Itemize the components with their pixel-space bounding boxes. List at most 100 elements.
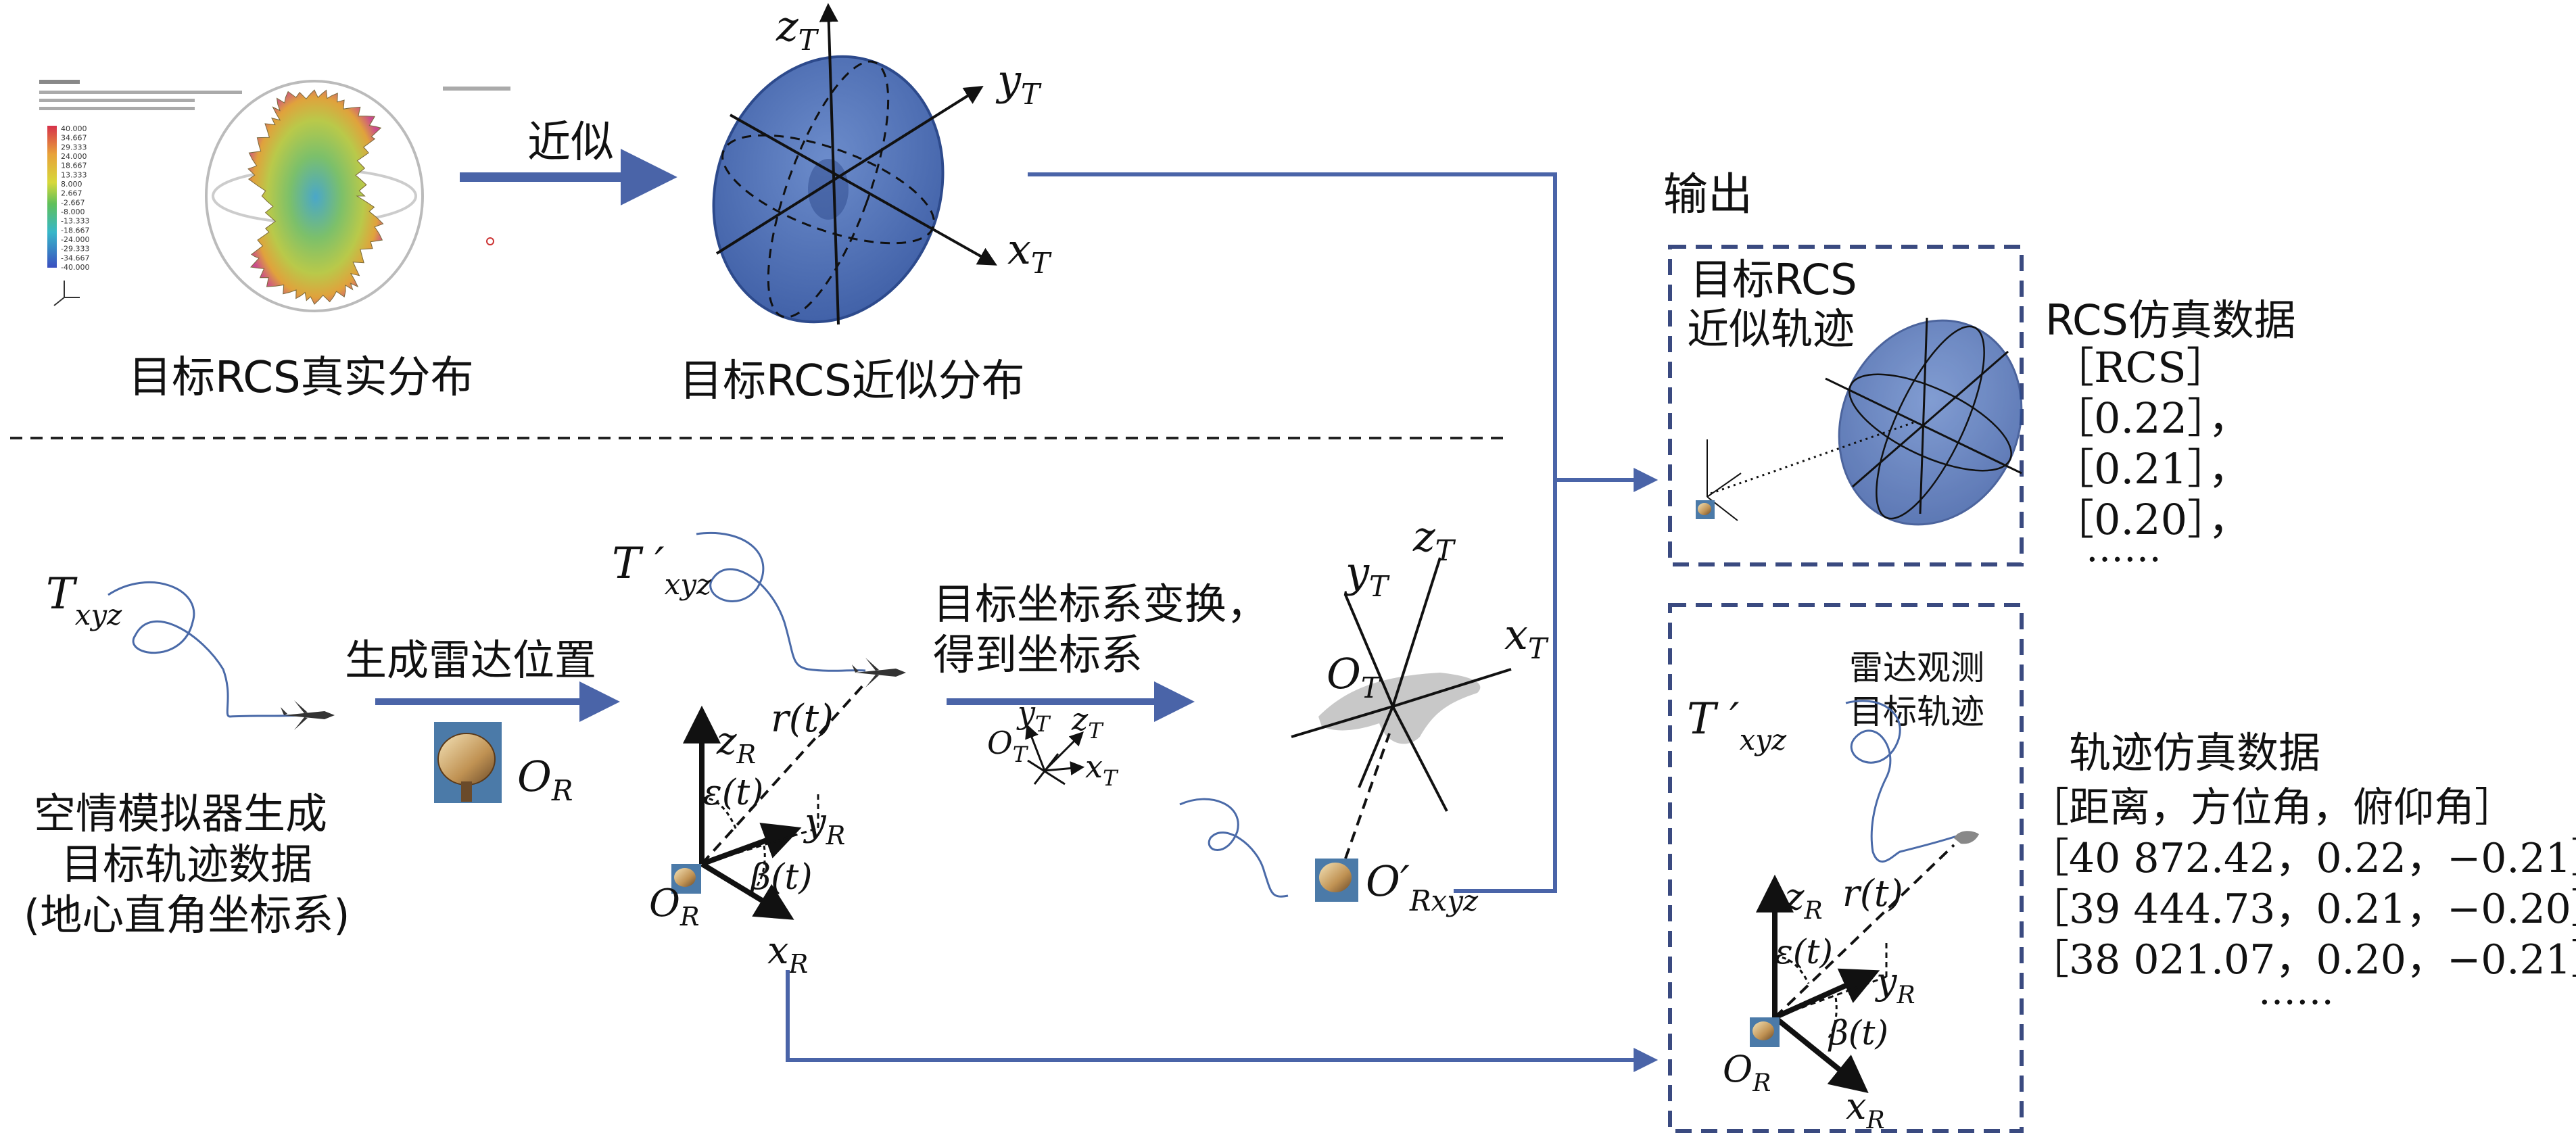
colorbar-tick-label: 29.333 bbox=[61, 143, 87, 151]
figure-header-line bbox=[39, 91, 242, 94]
trajectory-label: Txyz bbox=[46, 569, 122, 631]
output-projection-line bbox=[1774, 975, 1887, 1019]
rcs-approx-ellipsoid-figure bbox=[712, 3, 997, 325]
middle-origin-label: OR bbox=[649, 882, 700, 932]
simulator-caption-line-3: (地心直角坐标系) bbox=[24, 890, 350, 940]
approx-z-label: zT bbox=[776, 1, 819, 57]
ellipsoid-meridian bbox=[767, 60, 890, 318]
colorbar-tick-label: -2.667 bbox=[61, 198, 85, 207]
rcs-real-caption: 目标RCS真实分布 bbox=[128, 353, 474, 403]
colorbar-legend bbox=[47, 126, 57, 268]
colorbar-tick-label: 34.667 bbox=[61, 134, 87, 143]
middle-trajectory-curve bbox=[696, 532, 866, 672]
figure-header-line bbox=[443, 87, 510, 91]
transformed-radar-label: O′Rxyz bbox=[1366, 856, 1479, 917]
small-x-label: xT bbox=[1085, 748, 1119, 791]
rcs-row-0: ［RCS］ bbox=[2052, 343, 2228, 392]
connector-rcs-to-output bbox=[1028, 172, 1659, 492]
rcs-box-title-line-1: 目标RCS bbox=[1690, 255, 1857, 304]
colorbar-tick-label: 24.000 bbox=[61, 152, 87, 161]
middle-aircraft-icon bbox=[852, 658, 906, 687]
small-origin-label: OT bbox=[987, 725, 1029, 767]
transform-label-line-2: 得到坐标系 bbox=[933, 630, 1143, 679]
radar-trajectory-box bbox=[1668, 603, 2024, 1133]
output-y-axis bbox=[1852, 350, 2009, 488]
generate-radar-label: 生成雷达位置 bbox=[345, 635, 596, 685]
output-ellipsoid-equator bbox=[1848, 373, 2012, 472]
trajectory-row-ellipsis: …… bbox=[2258, 969, 2334, 1013]
target-x-label: xT bbox=[1504, 610, 1549, 665]
middle-beta-label: β(t) bbox=[749, 857, 813, 898]
middle-z-label: zR bbox=[716, 719, 756, 769]
target-x-axis-neg bbox=[1291, 705, 1393, 738]
middle-range-line bbox=[700, 681, 867, 865]
colorbar-tick-label: -18.667 bbox=[61, 226, 89, 235]
middle-x-axis bbox=[700, 861, 794, 920]
target-z-label: zT bbox=[1412, 512, 1456, 567]
target-origin-label: OT bbox=[1327, 649, 1382, 704]
rcs-box-title-line-2: 近似轨迹 bbox=[1687, 304, 1855, 354]
target-silhouette bbox=[808, 159, 849, 220]
middle-radar-icon bbox=[671, 864, 701, 894]
middle-range-label: r(t) bbox=[771, 697, 834, 741]
target-frame-figure bbox=[1291, 557, 1512, 812]
transform-label-line-1: 目标坐标系变换， bbox=[933, 579, 1268, 629]
middle-y-axis bbox=[700, 823, 802, 867]
output-target-icon bbox=[1954, 831, 1979, 844]
simulator-caption-line-1: 空情模拟器生成 bbox=[34, 789, 327, 838]
connector-radar-to-output bbox=[786, 970, 1659, 1072]
output-range-label: r(t) bbox=[1842, 872, 1903, 915]
simulator-caption-line-2: 目标轨迹数据 bbox=[61, 840, 312, 889]
approx-arrow-label: 近似 bbox=[527, 118, 614, 168]
output-ellipsoid-figure bbox=[1696, 317, 2023, 526]
colorbar-tick-label: 8.000 bbox=[61, 180, 82, 189]
small-target-axes bbox=[1025, 724, 1085, 786]
colorbar-tick-label: 40.000 bbox=[61, 124, 87, 133]
target-z-axis bbox=[1391, 557, 1441, 707]
middle-projection-line bbox=[701, 827, 819, 865]
rcs-row-2: ［0.21］， bbox=[2052, 444, 2250, 493]
rcs-3d-pattern bbox=[247, 89, 384, 305]
trajectory-row-1: ［40 872.42，0.22，−0.21］ bbox=[2028, 835, 2576, 882]
aircraft-icon bbox=[281, 700, 335, 730]
middle-azimuth-arc bbox=[756, 844, 766, 886]
output-y-label: yR bbox=[1875, 960, 1915, 1009]
output-ellipsoid-meridian bbox=[1876, 325, 1985, 520]
figure-header-line bbox=[39, 107, 195, 110]
target-y-axis bbox=[1344, 594, 1394, 707]
output-x-axis-r bbox=[1773, 1015, 1869, 1094]
figure-header-line bbox=[39, 80, 80, 84]
radar-box-title-line-1: 雷达观测 bbox=[1849, 648, 1984, 687]
middle-elevation-arc bbox=[701, 796, 738, 832]
mini-axes-icon bbox=[53, 281, 80, 306]
radar-dish-icon bbox=[434, 722, 502, 803]
output-radar-dish bbox=[1698, 503, 1711, 515]
colorbar-tick-label: -34.667 bbox=[61, 253, 89, 262]
ellipsoid-equator bbox=[721, 134, 935, 245]
colorbar-tick-label: -13.333 bbox=[61, 217, 89, 226]
target-trajectory-curve bbox=[108, 581, 298, 718]
rcs-approx-caption: 目标RCS近似分布 bbox=[679, 356, 1025, 406]
output-z-label: zR bbox=[1784, 875, 1823, 925]
output-range-line bbox=[1773, 844, 1955, 1019]
approx-y-axis bbox=[715, 86, 984, 255]
colorbar-tick-label: -8.000 bbox=[61, 208, 85, 216]
approx-y-label: yT bbox=[995, 55, 1042, 111]
colorbar-tick-labels: 40.00034.66729.33324.00018.66713.3338.00… bbox=[61, 124, 89, 272]
colorbar-tick-label: -29.333 bbox=[61, 245, 89, 253]
trajectory-row-2: ［39 444.73，0.21，−0.20］ bbox=[2028, 886, 2576, 933]
colorbar-tick-label: -24.000 bbox=[61, 235, 89, 244]
output-beta-label: β(t) bbox=[1828, 1013, 1888, 1053]
output-title: 输出 bbox=[1663, 168, 1752, 220]
output-origin-label: OR bbox=[1723, 1048, 1771, 1097]
small-y-label: yT bbox=[1016, 694, 1051, 737]
output-eps-label: ε(t) bbox=[1775, 932, 1833, 971]
colorbar-tick-label: -40.000 bbox=[61, 263, 89, 272]
output-elevation-arc bbox=[1774, 955, 1810, 984]
trajectory-data-title: 轨迹仿真数据 bbox=[2069, 728, 2320, 777]
output-x-label: xR bbox=[1846, 1085, 1885, 1134]
rcs-bounding-circle bbox=[205, 80, 424, 312]
output-azimuth-arc bbox=[1828, 996, 1838, 1038]
output-z-axis bbox=[1919, 317, 1928, 514]
middle-y-label: yR bbox=[803, 800, 845, 850]
